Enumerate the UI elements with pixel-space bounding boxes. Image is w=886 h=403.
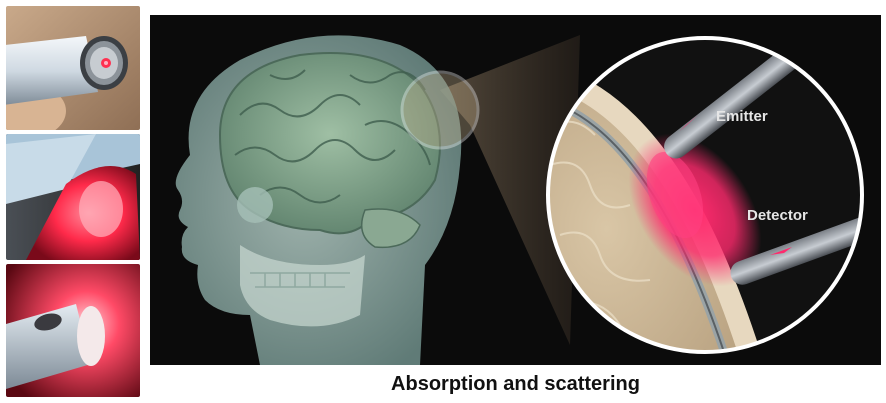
brain-illustration: Emitter Detector (150, 15, 881, 365)
figure-caption: Absorption and scattering (150, 371, 881, 397)
detector-label: Detector (747, 207, 808, 224)
emitter-label: Emitter (716, 108, 768, 125)
device-glow-photo (6, 264, 140, 397)
device-tip-photo (6, 6, 140, 130)
red-light-finger-photo (6, 134, 140, 260)
